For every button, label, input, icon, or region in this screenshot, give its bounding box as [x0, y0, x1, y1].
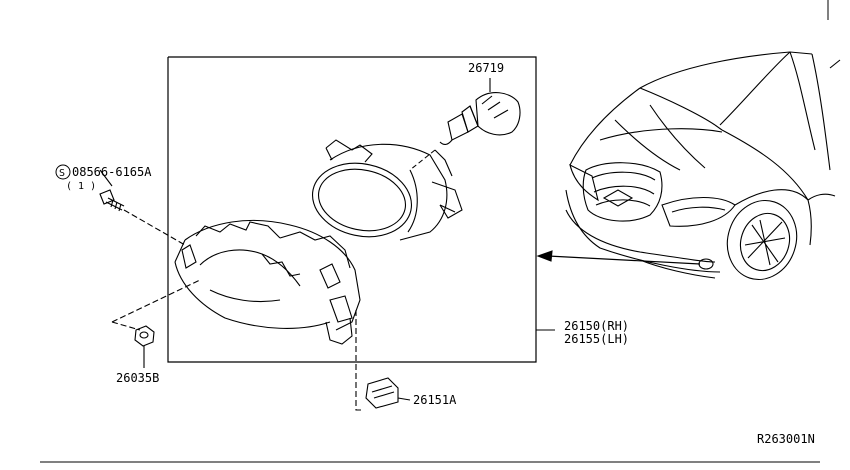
- clip-part: [355, 310, 411, 411]
- bulb-part-number: 26719: [468, 61, 504, 75]
- fog-lamp-housing: [311, 139, 463, 241]
- bracket-part: [174, 219, 361, 345]
- screw-symbol: S: [59, 168, 65, 179]
- nut-part: [111, 279, 201, 368]
- fog-lamp-rh-part-number: 26150(RH): [564, 319, 629, 333]
- clip-part-number: 26151A: [413, 393, 457, 407]
- screw-quantity: ( 1 ): [66, 181, 96, 192]
- diagram-reference-code: R263001N: [757, 432, 815, 446]
- screw-part: [99, 169, 186, 246]
- fog-lamp-lh-part-number: 26155(LH): [564, 332, 629, 346]
- screw-symbol-circle: [55, 164, 71, 180]
- car-fog-lamp-location: [698, 258, 714, 270]
- assembly-frame: [167, 56, 537, 363]
- screw-part-number: 08566-6165A: [72, 165, 152, 179]
- bulb-part: [409, 78, 521, 171]
- nut-part-number: 26035B: [116, 371, 159, 385]
- car-illustration: [536, 51, 841, 281]
